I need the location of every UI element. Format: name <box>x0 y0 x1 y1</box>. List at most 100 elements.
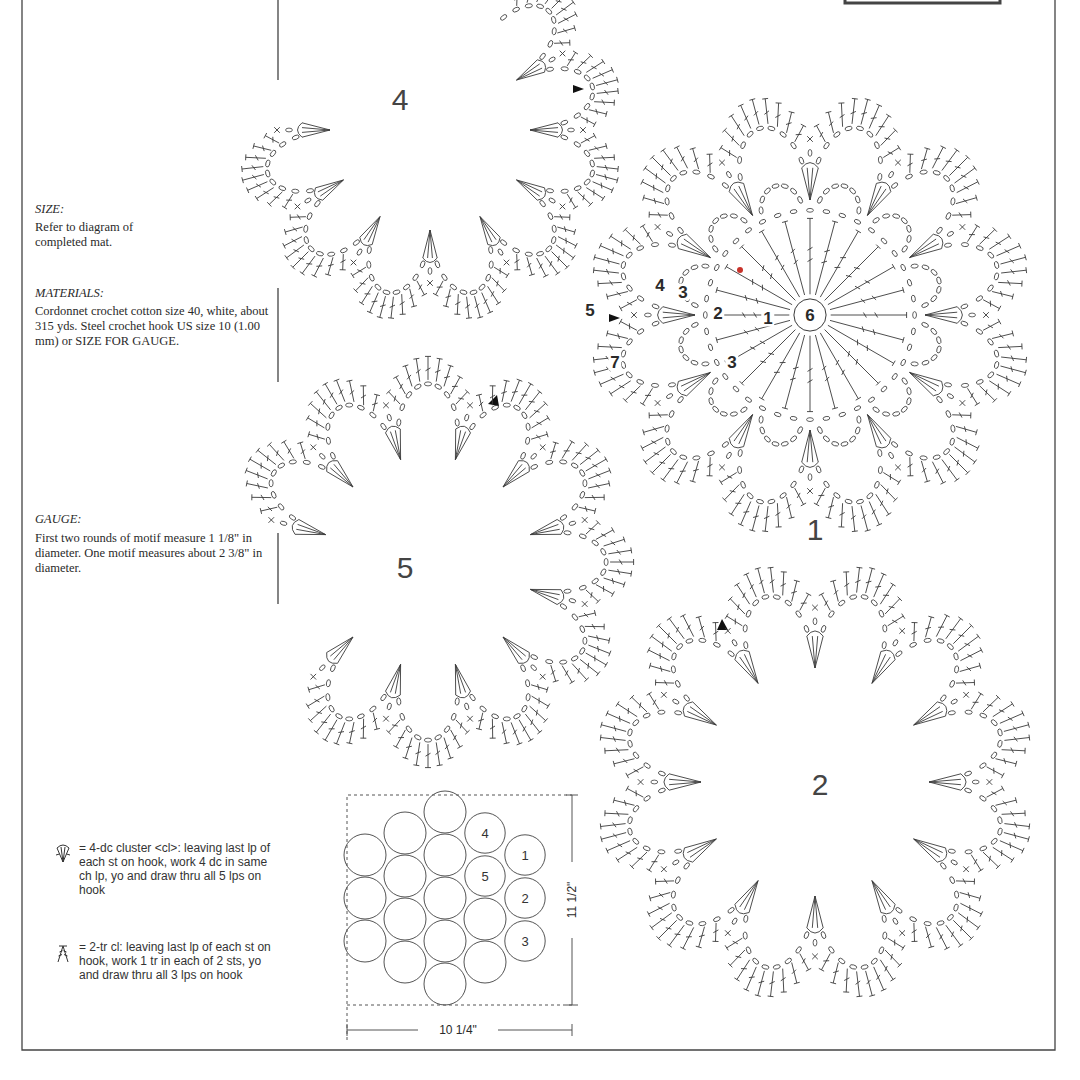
chain-stitch <box>987 251 995 259</box>
chain-stitch <box>953 904 959 912</box>
chain-stitch <box>682 327 690 335</box>
chain-stitch <box>849 594 857 600</box>
chain-stitch <box>414 383 422 390</box>
chain-stitch <box>737 466 742 474</box>
chain-stitch <box>854 405 862 411</box>
chain-stitch <box>994 361 1000 369</box>
chain-stitch <box>907 343 913 351</box>
chain-stitch <box>632 751 640 759</box>
chain-stitch <box>872 217 880 224</box>
chain-stitch <box>877 449 882 457</box>
chain-stitch <box>878 610 884 618</box>
chain-stitch <box>269 480 273 487</box>
chain-stitch <box>513 404 521 411</box>
chain-stitch <box>668 410 675 418</box>
chain-stitch <box>731 639 738 647</box>
chain-stitch <box>979 762 987 769</box>
chain-stitch <box>944 243 952 248</box>
chain-stitch <box>691 302 699 309</box>
motif-number: 5 <box>481 870 488 883</box>
chain-stitch <box>637 328 645 335</box>
motif-number: 2 <box>812 770 829 800</box>
chain-stitch <box>740 141 746 149</box>
chain-stitch <box>911 264 918 269</box>
chain-stitch <box>325 423 330 431</box>
chain-stitch <box>987 284 995 292</box>
chain-stitch <box>314 200 322 208</box>
layout-circle <box>384 812 426 854</box>
chain-stitch <box>960 303 968 309</box>
chain-stitch <box>924 921 932 926</box>
chain-stitch <box>405 391 413 399</box>
chain-stitch <box>740 217 748 224</box>
stitch-lines <box>600 567 1029 996</box>
chain-stitch <box>674 710 682 715</box>
chain-stitch <box>720 213 728 219</box>
chain-stitch <box>849 435 857 443</box>
chain-stitch <box>307 245 315 253</box>
chain-stitch <box>683 694 691 702</box>
chain-stitch <box>269 149 277 157</box>
chain-stitch <box>682 268 690 276</box>
chain-stitch <box>906 387 911 395</box>
chain-stitch <box>677 226 685 234</box>
chain-stitch <box>500 14 508 22</box>
chain-stitch <box>784 599 792 607</box>
chain-stitch <box>936 396 944 404</box>
chain-stitch <box>651 780 658 784</box>
chain-stitch <box>288 514 296 521</box>
chain-stitch <box>424 738 431 742</box>
chain-stitch <box>479 705 487 713</box>
chain-stitch <box>948 710 956 715</box>
chain-stitch <box>564 530 572 535</box>
chain-stitch <box>292 134 300 140</box>
layout-circle <box>344 920 386 962</box>
chain-stitch <box>746 130 754 138</box>
chain-stitch <box>790 187 798 195</box>
chain-stitch <box>714 359 720 367</box>
chain-stitch <box>975 295 983 302</box>
chain-stitch <box>878 156 883 164</box>
chain-stitch <box>682 295 690 303</box>
chain-stitch <box>950 859 958 866</box>
section-heading: GAUGE: <box>35 512 82 527</box>
chain-stitch <box>946 913 954 921</box>
chain-stitch <box>674 849 682 854</box>
chain-stitch <box>841 183 849 189</box>
chain-stitch <box>574 69 582 75</box>
chain-stitch <box>292 189 300 194</box>
chain-stitch <box>369 274 375 282</box>
chain-stitch <box>306 188 314 193</box>
chain-stitch <box>882 411 890 416</box>
layout-circle: 4 <box>464 812 506 854</box>
chain-stitch <box>491 713 499 719</box>
chain-stitch <box>525 437 530 445</box>
chain-stitch <box>551 16 557 24</box>
chain-stitch <box>882 213 890 218</box>
layout-circle <box>464 898 506 940</box>
chain-stitch <box>838 957 846 965</box>
chain-stitch <box>393 289 401 295</box>
chain-stitch <box>987 338 995 346</box>
chain-stitch <box>997 816 1003 824</box>
chain-stitch <box>485 274 491 282</box>
dimension-label: 11 1/2" <box>565 879 579 922</box>
chain-stitch <box>767 499 775 505</box>
chain-stitch <box>366 261 371 269</box>
chain-stitch <box>833 492 841 500</box>
chain-stitch <box>551 236 557 244</box>
chain-stitch <box>895 906 903 914</box>
chain-stitch <box>643 712 651 718</box>
chain-stitch <box>536 3 544 9</box>
chain-stitch <box>678 286 684 294</box>
chain-stitch <box>979 795 987 802</box>
chain-stitch <box>909 916 917 923</box>
chain-stitch <box>797 196 804 204</box>
chain-stitch <box>399 713 405 721</box>
chain-stitch <box>808 474 812 481</box>
chain-stitch <box>911 295 916 302</box>
chain-stitch <box>399 403 405 411</box>
chain-stitch <box>823 416 830 421</box>
chain-stitch <box>907 279 913 287</box>
chain-stitch <box>950 198 955 206</box>
